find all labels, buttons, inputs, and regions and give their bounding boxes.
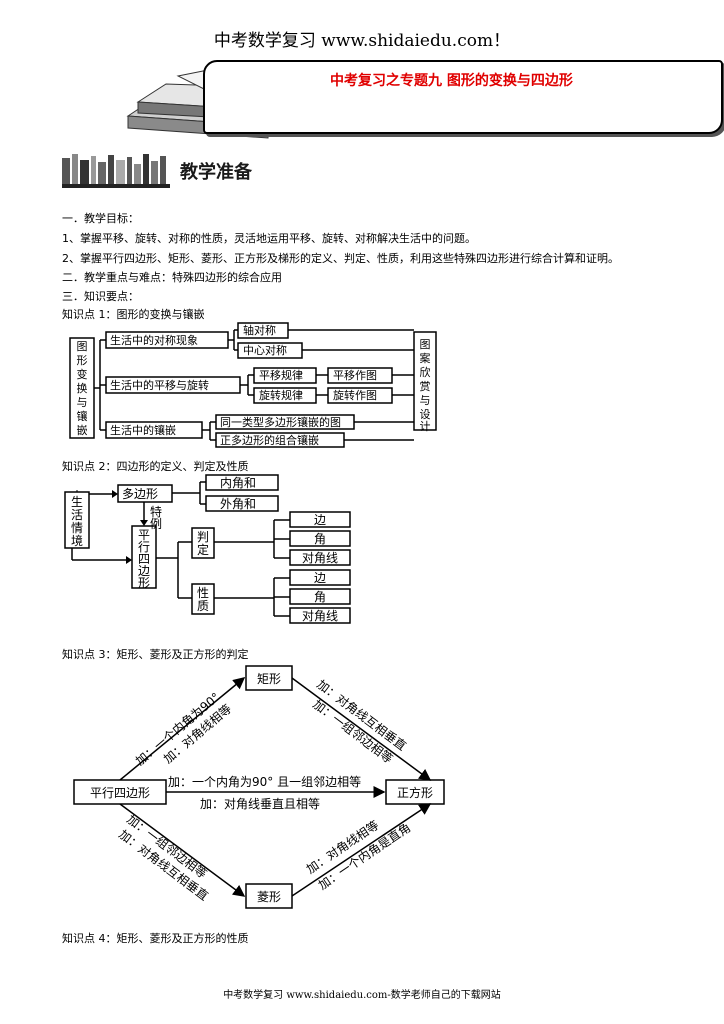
svg-text:平: 平 (138, 528, 150, 542)
kp2-scene-label: 生 活 情 境 (71, 495, 83, 548)
page-footer: 中考数学复习 www.shidaiedu.com-数学老师自己的下载网站 (223, 990, 501, 1001)
kp3-caption: 知识点 3：矩形、菱形及正方形的判定 (62, 648, 249, 661)
svg-text:形: 形 (138, 576, 150, 590)
kp1-translate-draw: 平移作图 (333, 369, 377, 382)
svg-text:行: 行 (138, 540, 150, 554)
svg-text:欣: 欣 (420, 365, 431, 379)
kp3-diagram: 平行四边形 矩形 正方形 菱形 加：一个内角为90° 加：对角线相等 加：对角线… (73, 665, 445, 909)
goals-heading: 一．教学目标： (62, 212, 139, 225)
svg-text:设: 设 (420, 408, 431, 421)
svg-text:境: 境 (71, 533, 83, 548)
svg-text:图: 图 (420, 338, 431, 351)
site-header: 中考数学复习 www.shidaiedu.com！ (213, 31, 511, 51)
kp1-branch-translate: 生活中的平移与旋转 (110, 378, 209, 392)
kp2-prop-angle: 角 (314, 590, 326, 604)
kp1-branch-symmetry: 生活中的对称现象 (110, 333, 198, 347)
kp3-rhombus: 菱形 (257, 890, 281, 904)
svg-text:与: 与 (77, 396, 88, 409)
section-title: 教学准备 (180, 162, 252, 183)
kp1-rotate-draw: 旋转作图 (333, 388, 377, 402)
svg-text:与: 与 (420, 394, 431, 407)
svg-text:生: 生 (71, 495, 83, 509)
kp1-caption: 知识点 1：图形的变换与镶嵌 (62, 308, 205, 321)
kp2-interior: 内角和 (220, 476, 256, 490)
svg-text:活: 活 (71, 508, 83, 522)
kp2-judge-angle: 角 (314, 532, 326, 546)
kp2-judge-1: 判 (197, 530, 209, 544)
kp2-prop-2: 质 (197, 599, 209, 613)
kp2-diagram: 生 活 情 境 多边形 内角和 外角和 特 例 平 行 四 边 形 判 定 边 (64, 474, 351, 624)
kp2-judge-side: 边 (314, 513, 326, 527)
kp1-left-label: 图 形 变 换 与 镶 嵌 (77, 340, 88, 437)
svg-text:嵌: 嵌 (77, 424, 88, 437)
kp3-parallelogram: 平行四边形 (90, 786, 150, 800)
bookshelf-icon (62, 154, 170, 188)
kp1-tiling-same: 同一类型多边形镶嵌的图 (220, 415, 341, 429)
kp3-rectangle: 矩形 (257, 672, 281, 686)
kp2-polygon: 多边形 (122, 487, 158, 501)
goal-1: 1、掌握平移、旋转、对称的性质，灵活地运用平移、旋转、对称解决生活中的问题。 (62, 232, 476, 245)
kp2-parallelogram: 平 行 四 边 形 (138, 528, 150, 590)
kp1-axial: 轴对称 (243, 323, 276, 337)
kp4-caption: 知识点 4：矩形、菱形及正方形的性质 (62, 932, 249, 945)
svg-text:换: 换 (77, 381, 88, 395)
kp2-judge-2: 定 (197, 542, 209, 557)
kp1-branch-tiling: 生活中的镶嵌 (110, 423, 176, 437)
kp2-special-2: 例 (150, 517, 162, 531)
svg-text:形: 形 (77, 354, 88, 367)
svg-text:情: 情 (71, 521, 83, 535)
kp1-right-label: 图 案 欣 赏 与 设 计 (420, 338, 431, 433)
kp2-caption: 知识点 2：四边形的定义、判定及性质 (62, 460, 249, 473)
kp2-judge-diag: 对角线 (302, 551, 338, 565)
title-banner (203, 60, 723, 134)
kp3-ps-label-2: 加：对角线垂直且相等 (200, 797, 320, 811)
svg-text:镶: 镶 (77, 409, 88, 423)
svg-text:边: 边 (138, 564, 150, 578)
kp1-diagram: 图 形 变 换 与 镶 嵌 生活中的对称现象 轴对称 中心对称 生活中的平移与旋… (69, 322, 437, 448)
kp1-rotate-rule: 旋转规律 (259, 388, 303, 402)
kp2-prop-side: 边 (314, 571, 326, 585)
kp1-central: 中心对称 (243, 343, 287, 357)
kp1-translate-rule: 平移规律 (259, 368, 303, 382)
knowledge-heading: 三．知识要点： (62, 290, 139, 303)
kp1-tiling-combo: 正多边形的组合镶嵌 (220, 433, 319, 447)
kp2-prop-1: 性 (197, 586, 209, 600)
svg-text:赏: 赏 (420, 380, 431, 393)
kp2-exterior: 外角和 (220, 497, 256, 511)
kp2-special-1: 特 (150, 504, 162, 519)
kp3-ps-label-1: 加：一个内角为90° 且一组邻边相等 (168, 775, 361, 789)
kp2-prop-diag: 对角线 (302, 609, 338, 623)
kp3-square: 正方形 (397, 785, 433, 800)
key-points: 二．教学重点与难点：特殊四边形的综合应用 (62, 271, 282, 284)
svg-text:案: 案 (420, 351, 431, 365)
svg-text:计: 计 (420, 420, 431, 433)
banner-title: 中考复习之专题九 图形的变换与四边形 (330, 73, 573, 89)
svg-text:四: 四 (138, 552, 150, 566)
goal-2: 2、掌握平行四边形、矩形、菱形、正方形及梯形的定义、判定、性质，利用这些特殊四边… (62, 252, 619, 265)
svg-text:变: 变 (77, 367, 88, 381)
svg-text:图: 图 (77, 340, 88, 353)
